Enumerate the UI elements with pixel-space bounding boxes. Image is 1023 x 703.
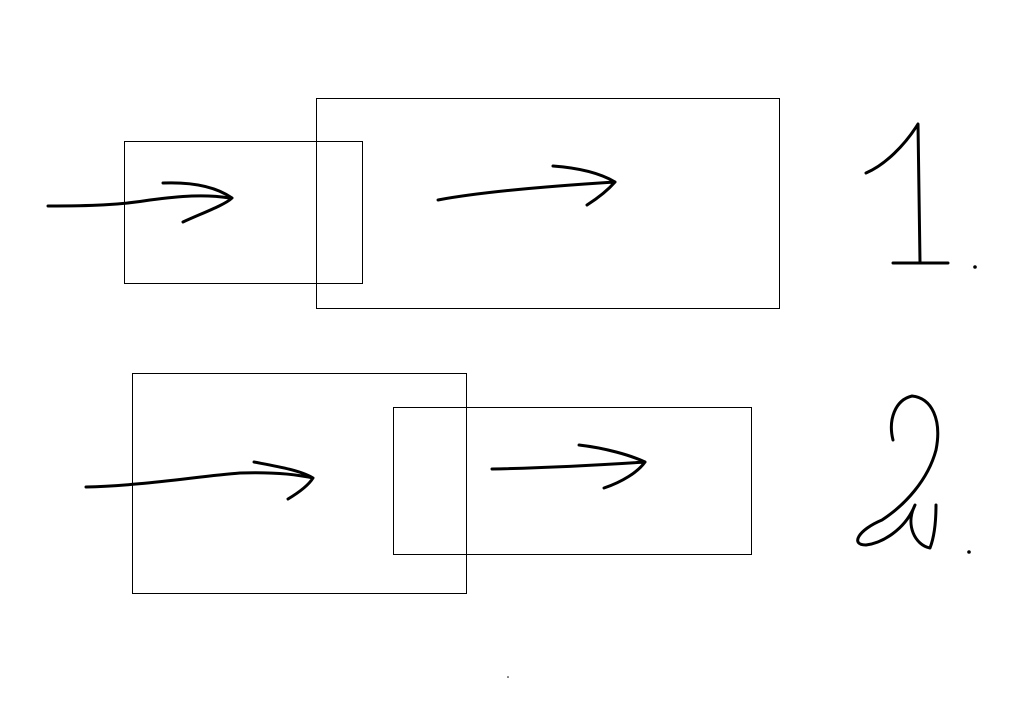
row-1-right-box xyxy=(316,98,780,309)
row-1-number-label: 1 xyxy=(0,0,1,1)
row-2-right-box xyxy=(393,407,752,555)
row-2: 2 xyxy=(0,0,971,594)
row-2-number-label: 2 xyxy=(0,0,1,1)
row-2-inner-arrow xyxy=(490,443,647,490)
row-2-number-glyph xyxy=(856,394,971,554)
stray-dot xyxy=(507,676,509,678)
numeral-one-stroke xyxy=(864,122,950,265)
row-1-period-dot xyxy=(973,265,977,269)
row-1: 1 xyxy=(0,0,977,309)
row-1-number-glyph xyxy=(864,122,977,269)
row-2-incoming-arrow xyxy=(84,460,315,501)
numeral-two-stroke xyxy=(856,394,940,550)
row-1-inner-arrow xyxy=(436,164,617,207)
row-1-left-box xyxy=(124,141,363,284)
row-1-incoming-arrow xyxy=(46,181,234,224)
row-2-period-dot xyxy=(967,550,971,554)
row-2-left-box xyxy=(132,373,467,594)
